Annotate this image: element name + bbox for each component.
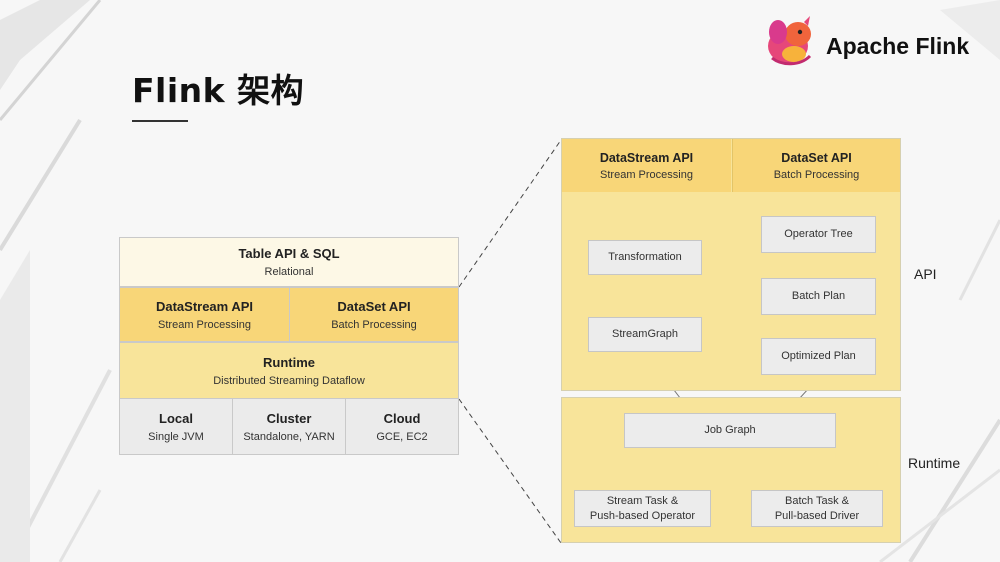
node-batch-plan: Batch Plan [761,278,876,315]
label-api: API [914,266,937,282]
node-job-graph: Job Graph [624,413,836,448]
slide-title: Flink 架构 [132,71,305,110]
detail-datastream-subtitle: Stream Processing [600,168,693,181]
runtime-subtitle: Distributed Streaming Dataflow [213,374,365,387]
table-api-subtitle: Relational [264,266,314,278]
runtime-title: Runtime [263,354,315,370]
dataset-api-subtitle: Batch Processing [331,318,417,331]
dataset-api-title: DataSet API [337,298,411,314]
datastream-api-subtitle: Stream Processing [158,318,251,331]
deploy-cluster-title: Cluster [266,410,312,426]
node-batch-plan-label: Batch Plan [791,290,846,302]
runtime-layer: Runtime Distributed Streaming Dataflow [119,342,459,399]
node-stream-task: Stream Task & Push-based Operator [574,490,711,527]
node-streamgraph: StreamGraph [588,317,702,352]
node-stream-task-line1: Stream Task & [606,494,679,507]
detail-datastream-header: DataStream API Stream Processing [562,139,731,192]
deploy-cluster: Cluster Standalone, YARN [232,398,346,455]
detail-dataset-header: DataSet API Batch Processing [732,139,900,192]
node-optimized-plan: Optimized Plan [761,338,876,375]
node-transformation-label: Transformation [608,251,682,263]
node-batch-task-line2: Pull-based Driver [774,509,860,522]
table-api-title: Table API & SQL [238,246,340,261]
deploy-local-title: Local [159,410,193,426]
node-transformation: Transformation [588,240,702,275]
datastream-api-title: DataStream API [155,298,254,314]
table-api-layer: Table API & SQL Relational [119,237,459,287]
title-underline [132,120,188,122]
dataset-api-layer: DataSet API Batch Processing [289,287,459,342]
deploy-cloud-title: Cloud [383,410,421,426]
label-runtime: Runtime [908,455,961,471]
detail-dataset-title: DataSet API [781,150,852,165]
deploy-cluster-subtitle: Standalone, YARN [243,430,335,443]
deploy-cloud-subtitle: GCE, EC2 [376,430,428,443]
node-batch-task-line1: Batch Task & [785,494,849,507]
node-optimized-plan-label: Optimized Plan [781,350,856,362]
detail-datastream-title: DataStream API [599,150,694,165]
node-streamgraph-label: StreamGraph [611,328,679,340]
node-operator-tree-label: Operator Tree [784,228,853,240]
brand-name: Apache Flink [826,33,970,59]
squirrel-logo-icon [768,16,812,66]
deploy-local: Local Single JVM [119,398,233,455]
node-stream-task-line2: Push-based Operator [589,509,696,522]
node-job-graph-label: Job Graph [704,424,756,436]
datastream-api-layer: DataStream API Stream Processing [119,287,290,342]
deploy-cloud: Cloud GCE, EC2 [345,398,459,455]
node-operator-tree: Operator Tree [761,216,876,253]
deploy-local-subtitle: Single JVM [148,430,204,443]
node-batch-task: Batch Task & Pull-based Driver [751,490,883,527]
detail-dataset-subtitle: Batch Processing [773,168,860,181]
